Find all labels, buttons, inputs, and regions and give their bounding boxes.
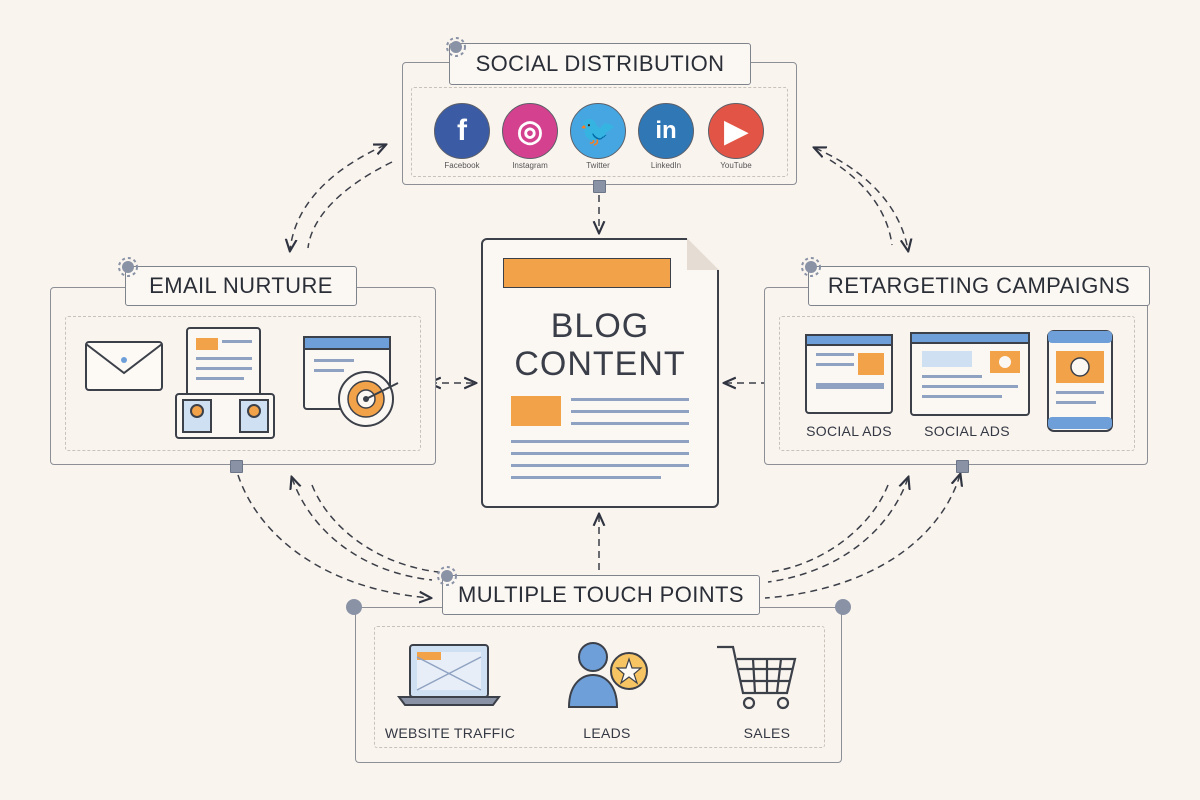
arc-retarget-to-touch-3 (769, 484, 889, 573)
retargeting-title: RETARGETING CAMPAIGNS (808, 266, 1150, 306)
mobile-ad-icon (1047, 330, 1113, 432)
lead-user-icon (567, 642, 648, 708)
arc-social-to-retarget-2 (829, 159, 893, 246)
gear-icon (118, 257, 138, 277)
ad-caption-2: SOCIAL ADS (924, 423, 1010, 439)
arc-email-to-touch-2 (292, 478, 433, 581)
twitter-icon: 🐦 (570, 103, 626, 159)
shopping-cart-icon (717, 645, 797, 710)
document-header-bar (503, 258, 671, 288)
email-illustrations (85, 327, 399, 439)
social-label: YouTube (720, 161, 752, 170)
gear-icon (801, 257, 821, 277)
instagram-icon: ◎ (502, 103, 558, 159)
ad-illustrations (805, 330, 1113, 432)
stage-website-traffic: WEBSITE TRAFFIC (384, 725, 516, 741)
facebook-icon: f (434, 103, 490, 159)
connector-node (956, 460, 969, 473)
connector-node (593, 180, 606, 193)
youtube-icon: ▶ (708, 103, 764, 159)
blog-title-line1: BLOG (550, 307, 650, 345)
social-label: Instagram (512, 161, 548, 170)
arc-email-to-touch-1 (237, 474, 430, 598)
gear-icon (446, 37, 466, 57)
social-ad-monitor-icon (910, 332, 1030, 416)
blog-content-document: BLOG CONTENT (481, 238, 719, 508)
arc-social-to-email-2 (307, 161, 393, 249)
arc-social-to-email-1 (290, 145, 385, 250)
arc-retarget-to-touch-2 (767, 478, 908, 583)
connector-dot (835, 599, 851, 615)
touch-point-illustrations (397, 642, 797, 710)
blog-title-line2: CONTENT (514, 345, 686, 383)
target-campaign-icon (303, 336, 399, 427)
newsletter-icon (186, 327, 261, 401)
social-label: Facebook (444, 161, 480, 170)
stage-leads: LEADS (583, 725, 631, 741)
social-distribution-title: SOCIAL DISTRIBUTION (449, 43, 751, 85)
gear-icon (437, 566, 457, 586)
linkedin-icon: in (638, 103, 694, 159)
document-fold (687, 238, 719, 270)
envelope-icon (85, 341, 163, 391)
document-image-block (511, 396, 561, 426)
profile-cards-icon (175, 393, 275, 439)
connector-dot (346, 599, 362, 615)
touch-points-title: MULTIPLE TOUCH POINTS (442, 575, 760, 615)
connector-node (230, 460, 243, 473)
laptop-icon (397, 644, 501, 706)
arc-retarget-to-touch-1 (764, 475, 960, 599)
social-label: LinkedIn (650, 161, 682, 170)
social-label: Twitter (586, 161, 610, 170)
stage-sales: SALES (743, 725, 791, 741)
ad-caption-1: SOCIAL ADS (806, 423, 892, 439)
social-ad-browser-icon (805, 334, 893, 414)
arc-social-to-retarget-1 (815, 148, 908, 250)
arc-email-to-touch-3 (311, 484, 439, 573)
email-nurture-title: EMAIL NURTURE (125, 266, 357, 306)
